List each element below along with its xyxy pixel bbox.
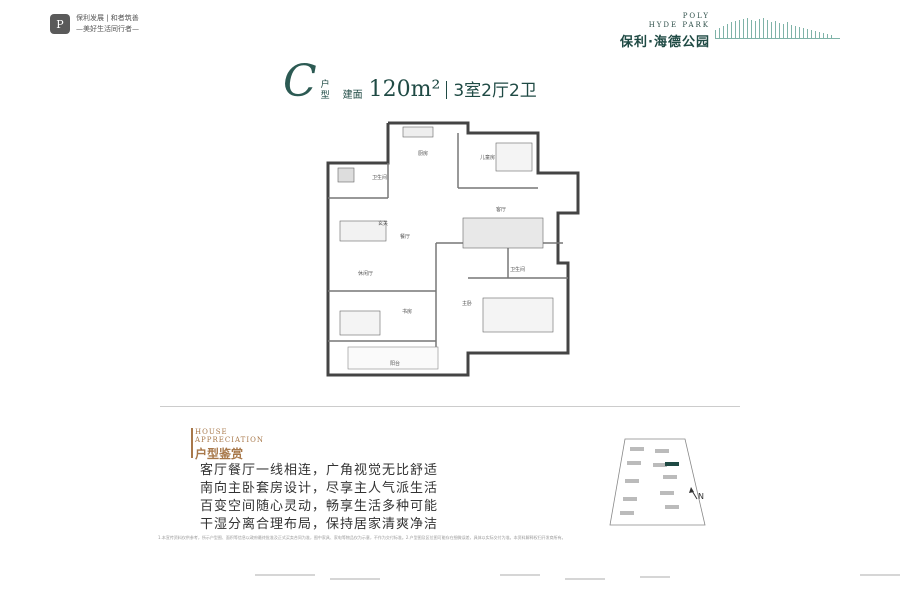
- project-en-line2: HYDE PARK: [648, 21, 710, 29]
- appreciation-heading: HOUSE APPRECIATION 户型鉴赏: [191, 428, 264, 462]
- disclaimer-text: 1.本宣传资料仅供参考，所示户型图、面积等信息以政府最终批准及正式买卖合同为准，…: [158, 535, 566, 540]
- project-cn-name: 保利·海德公园: [620, 35, 710, 50]
- unit-layout: 3室2厅2卫: [453, 81, 537, 101]
- footer-decoration: [0, 570, 900, 600]
- room-bath2: 卫生间: [510, 266, 525, 273]
- appreciation-cn: 户型鉴赏: [195, 447, 244, 461]
- room-master: 主卧: [462, 300, 472, 307]
- appreciation-description: 客厅餐厅一线相连，广角视觉无比舒适 南向主卧套房设计，尽享主人气派生活 百变空间…: [200, 462, 438, 534]
- unit-type-letter: C: [283, 56, 317, 107]
- unit-title: C 户型 建面 120m² 3室2厅2卫: [283, 56, 537, 107]
- room-kids: 儿童房: [480, 154, 495, 161]
- developer-logo: P 保利发展 | 和者筑善 —美好生活同行者—: [50, 13, 139, 35]
- floor-plan: 厨房 卫生间 玄关 餐厅 客厅 儿童房 休闲厅 书房 卫生间 主卧 阳台: [326, 121, 580, 377]
- site-map: N: [609, 438, 706, 526]
- poly-logo-icon: P: [50, 14, 70, 34]
- project-en-line1: POLY: [682, 12, 710, 20]
- unit-type-suffix: 户型: [320, 80, 330, 101]
- area-value: 120m²: [368, 77, 441, 102]
- developer-line1: 保利发展 | 和者筑善: [76, 14, 139, 22]
- room-entry: 玄关: [378, 220, 388, 227]
- north-arrow-icon: [689, 487, 698, 500]
- appreciation-en-line2: APPRECIATION: [195, 436, 264, 444]
- room-bath1: 卫生间: [372, 174, 387, 181]
- section-divider: [160, 406, 740, 407]
- room-study: 书房: [402, 308, 412, 315]
- title-divider: [446, 81, 448, 99]
- area-label: 建面: [342, 90, 363, 101]
- description-line: 百变空间随心灵动，畅享生活多种可能: [200, 499, 439, 514]
- description-line: 客厅餐厅一线相连，广角视觉无比舒适: [200, 463, 439, 478]
- room-balcony: 阳台: [390, 360, 400, 367]
- developer-slogan: 保利发展 | 和者筑善 —美好生活同行者—: [76, 13, 139, 35]
- description-line: 南向主卧套房设计，尽享主人气派生活: [200, 481, 439, 496]
- room-leisure: 休闲厅: [358, 270, 373, 277]
- appreciation-en-line1: HOUSE: [195, 428, 228, 436]
- developer-line2: —美好生活同行者—: [76, 25, 139, 33]
- project-brand: POLY HYDE PARK 保利·海德公园: [570, 12, 710, 50]
- north-label: N: [698, 492, 704, 501]
- skyline-icon: [715, 18, 840, 39]
- room-living: 客厅: [496, 206, 506, 213]
- appreciation-accent-bar: [191, 428, 193, 458]
- description-line: 干湿分离合理布局，保持居家清爽净洁: [200, 517, 439, 532]
- room-dining: 餐厅: [400, 233, 410, 240]
- room-kitchen: 厨房: [418, 150, 428, 157]
